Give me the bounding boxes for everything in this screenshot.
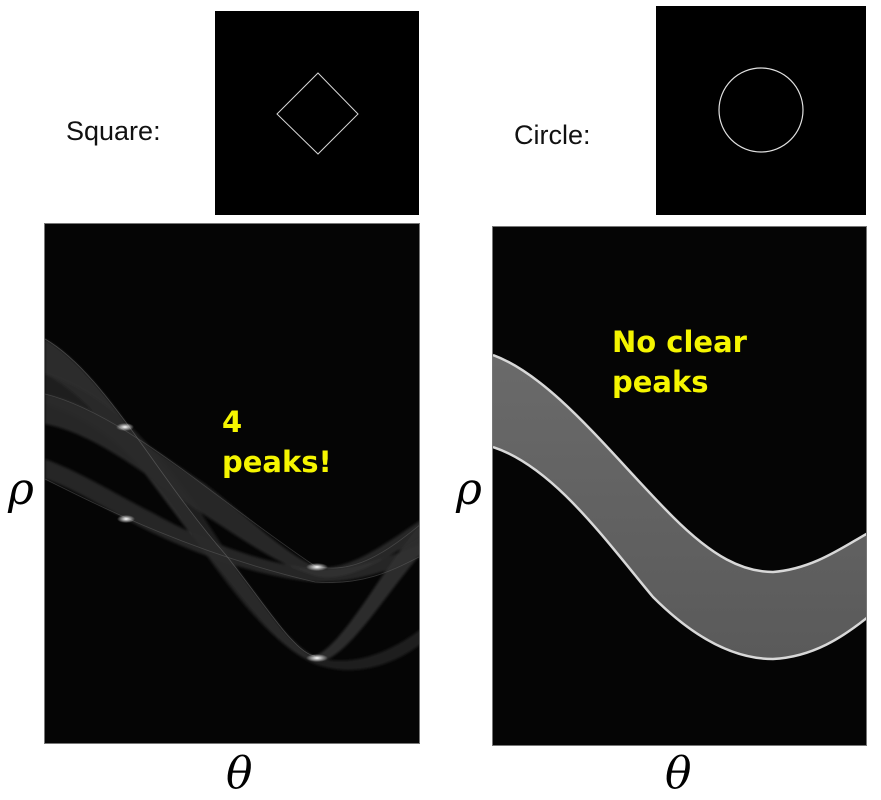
square-input-image	[215, 11, 419, 215]
circle-rho-axis-label: ρ	[456, 464, 482, 515]
square-peaks	[116, 423, 328, 662]
square-rho-axis-label: ρ	[8, 464, 34, 515]
circle-outline	[718, 67, 804, 153]
circle-theta-axis-label: θ	[665, 748, 692, 799]
square-label: Square:	[66, 116, 161, 146]
circle-annotation: No clear peaks	[612, 322, 747, 402]
square-annotation-line-2: peaks!	[222, 445, 332, 479]
circle-label: Circle:	[514, 120, 591, 150]
circle-input-image	[656, 6, 866, 215]
square-annotation-line-1: 4	[222, 405, 243, 439]
square-hough-space	[44, 223, 420, 744]
circle-sinusoid-band	[493, 353, 866, 661]
square-theta-axis-label: θ	[226, 748, 253, 799]
square-annotation: 4 peaks!	[222, 402, 332, 482]
circle-annotation-line-2: peaks	[612, 365, 709, 399]
circle-annotation-line-1: No clear	[612, 325, 747, 359]
square-outline	[276, 72, 359, 155]
circle-hough-space	[492, 226, 867, 746]
square-sinusoid-bands	[45, 338, 419, 671]
